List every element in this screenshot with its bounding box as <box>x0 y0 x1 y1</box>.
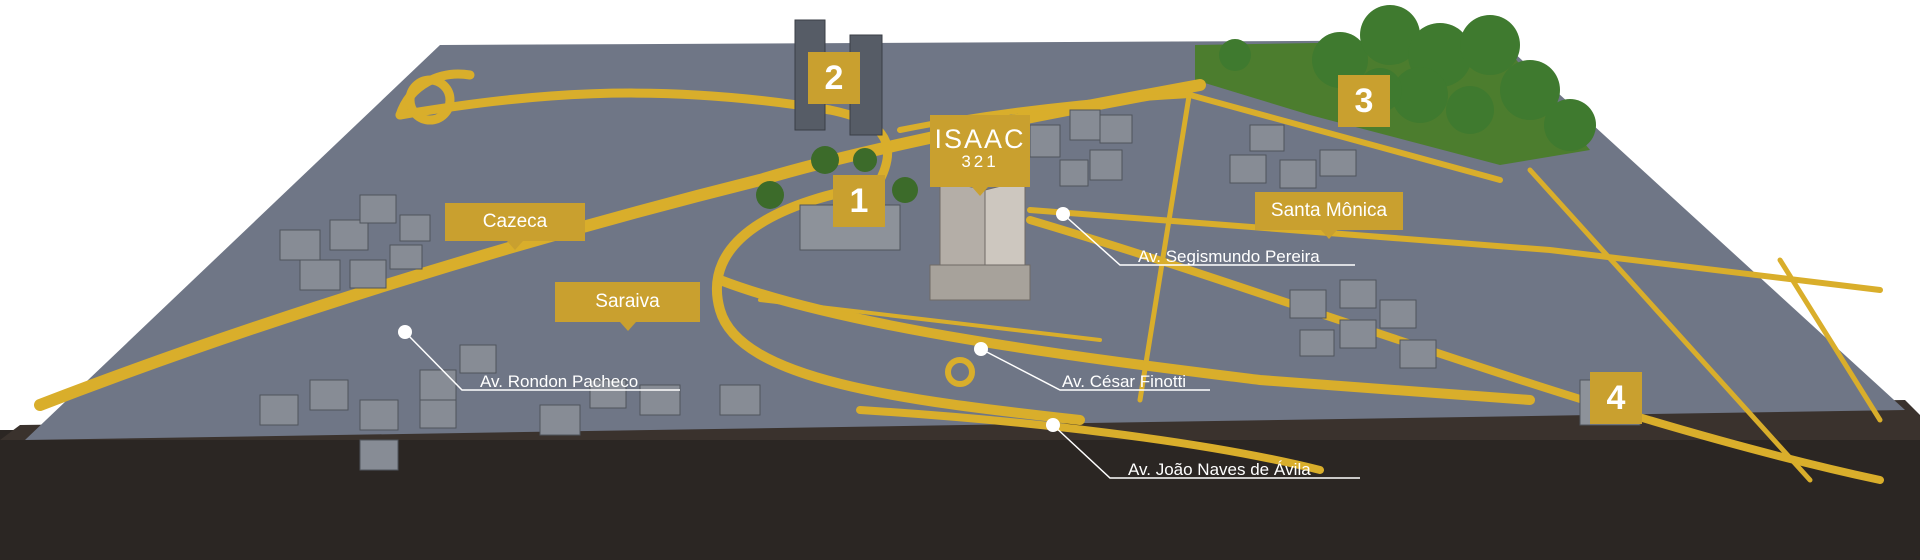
buildings-center <box>1029 109 1133 187</box>
road-east-edge <box>1777 257 1883 423</box>
neighborhood-tag-saraiva: Saraiva <box>555 282 700 331</box>
map-base-soil <box>0 430 1920 560</box>
neighborhood-tag-santa-monica: Santa Mônica <box>1255 192 1403 239</box>
buildings-saraiva <box>259 344 761 471</box>
palm-trees <box>756 146 918 209</box>
buildings-cazeca <box>279 194 431 291</box>
neighborhood-label: Saraiva <box>595 291 660 312</box>
street-markers <box>398 207 1070 432</box>
street-leaders <box>404 213 1360 479</box>
isaac-tower <box>929 179 1031 301</box>
neighborhood-label: Cazeca <box>482 211 548 232</box>
road-loop <box>711 180 1085 425</box>
road-upper-arc <box>395 88 893 185</box>
leader-joao <box>1052 424 1360 479</box>
street-label-joao: Av. João Naves de Ávila <box>1128 460 1311 479</box>
leader-rondon <box>404 331 680 391</box>
point-marker-4: 4 <box>1590 372 1642 424</box>
road-north-south-1 <box>1137 87 1193 403</box>
leader-segismundo <box>1062 213 1355 266</box>
road-cesar <box>715 275 1535 405</box>
point-marker-3: 3 <box>1338 75 1390 127</box>
neighborhood-tag-cazeca: Cazeca <box>445 203 585 250</box>
road-joao <box>856 406 1324 474</box>
isaac-logo: ISAAC 321 <box>930 115 1030 196</box>
road-mid-horizontal <box>758 298 1102 342</box>
street-label-segismundo: Av. Segismundo Pereira <box>1138 247 1320 266</box>
street-label-cesar: Av. César Finotti <box>1062 372 1187 391</box>
street-label-rondon: Av. Rondon Pacheco <box>480 372 639 391</box>
road-north-south-2 <box>1527 167 1813 483</box>
road-segismundo <box>1027 207 1883 293</box>
leader-cesar <box>980 348 1210 391</box>
point-marker-1: 1 <box>833 175 885 227</box>
buildings-santa-monica <box>1229 124 1437 369</box>
road-east-diagonal <box>1026 216 1884 484</box>
point-marker-2: 2 <box>808 52 860 104</box>
roundabout-center <box>945 357 975 387</box>
logo-line-1: ISAAC <box>934 124 1026 154</box>
tree-cluster <box>1219 5 1596 151</box>
roundabout-nw <box>405 75 455 125</box>
neighborhood-label: Santa Mônica <box>1270 200 1388 221</box>
logo-line-2: 321 <box>961 152 999 171</box>
